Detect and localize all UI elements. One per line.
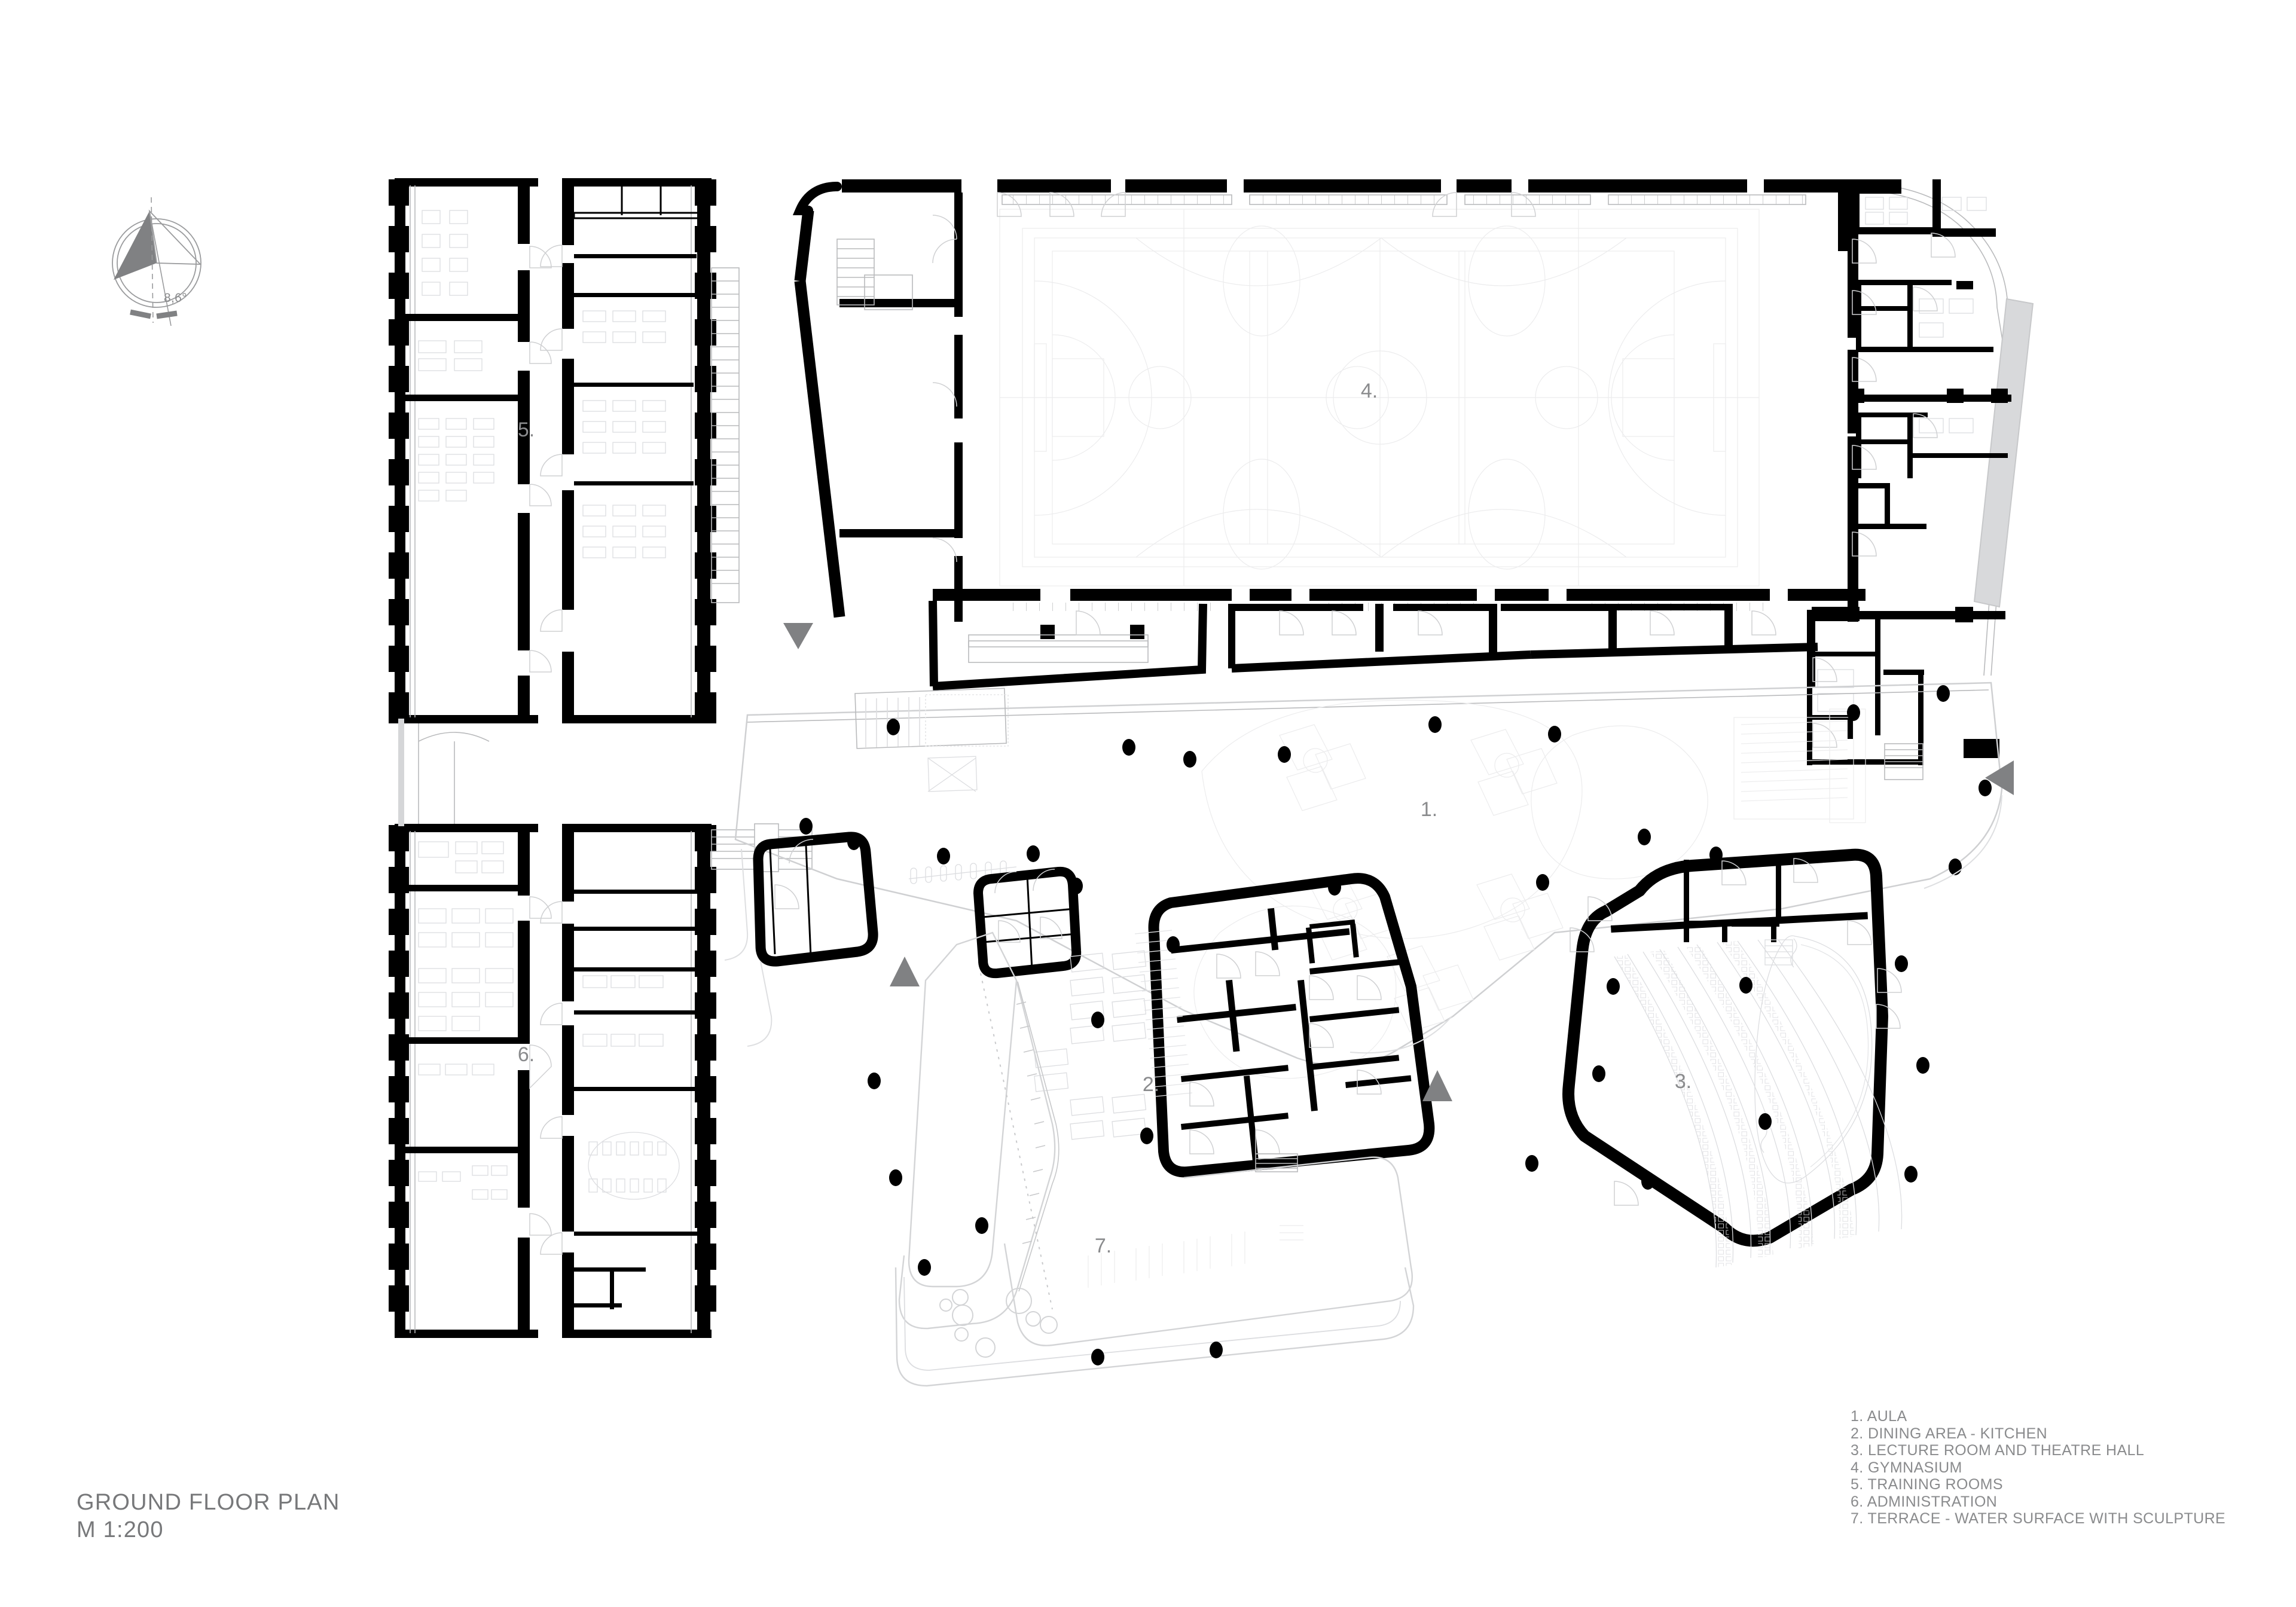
terrace-water-surface: [868, 931, 1415, 1387]
room-label-1: 1.: [1421, 798, 1437, 821]
west-wing-connector: [398, 719, 490, 826]
title-block: GROUND FLOOR PLAN M 1:200: [77, 1489, 340, 1544]
section-markers: [783, 623, 2014, 1101]
legend-item-6: 6. ADMINISTRATION: [1851, 1493, 1998, 1510]
west-wing-administration: [389, 823, 813, 1338]
north-arrow-angle-label: 8,6°: [164, 291, 187, 305]
east-wing: [1807, 179, 2034, 780]
room-label-5: 5.: [518, 418, 535, 441]
legend-item-1: 1. AULA: [1851, 1408, 1907, 1425]
legend-item-5: 5. TRAINING ROOMS: [1851, 1476, 2003, 1493]
room-label-3: 3.: [1675, 1070, 1692, 1093]
gymnasium: [792, 179, 1866, 622]
pavilion-kiosk: [973, 866, 1082, 979]
legend: 1. AULA 2. DINING AREA - KITCHEN 3. LECT…: [1851, 1408, 2225, 1527]
north-arrow-icon: [112, 197, 202, 326]
legend-item-7: 7. TERRACE - WATER SURFACE WITH SCULPTUR…: [1851, 1510, 2226, 1527]
legend-item-3: 3. LECTURE ROOM AND THEATRE HALL: [1851, 1442, 2145, 1459]
legend-item-2: 2. DINING AREA - KITCHEN: [1851, 1425, 2048, 1442]
legend-item-4: 4. GYMNASIUM: [1851, 1459, 1962, 1476]
room-number-labels: 1. 2. 3. 4. 5. 6. 7.: [518, 380, 1692, 1257]
gym-ancillary-rooms: [929, 600, 1818, 691]
west-wing-training-rooms: [389, 178, 740, 723]
section-marker-west: [890, 957, 920, 986]
room-label-7: 7.: [1095, 1235, 1112, 1257]
dining-kitchen: [1034, 873, 1435, 1178]
pavilion-west: [753, 832, 878, 967]
room-label-4: 4.: [1361, 380, 1378, 402]
site-paving: [724, 795, 2002, 1054]
page-title: GROUND FLOOR PLAN: [77, 1490, 340, 1515]
section-marker-east: [1985, 760, 2014, 795]
room-label-6: 6.: [518, 1043, 535, 1066]
section-marker-north-west: [783, 623, 813, 649]
room-label-2: 2.: [1143, 1073, 1159, 1096]
lecture-theatre-hall: [1525, 848, 1929, 1268]
section-marker-south: [1422, 1070, 1452, 1101]
drawing-scale: M 1:200: [77, 1517, 164, 1542]
